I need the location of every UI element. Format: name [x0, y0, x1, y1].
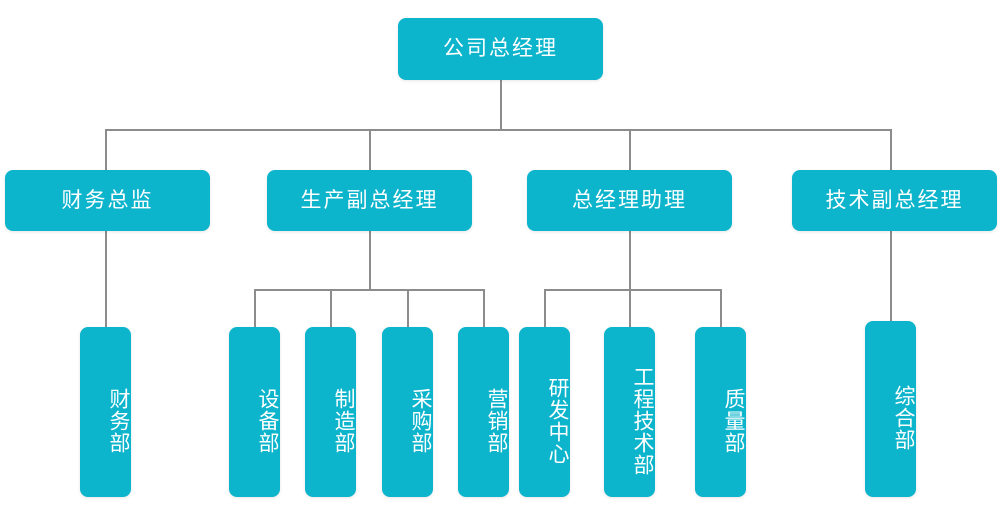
connector-drop-equipment-dept: [254, 289, 256, 327]
connector-drop-engineering-dept: [629, 289, 631, 327]
node-quality-dept[interactable]: 质量部: [695, 327, 746, 497]
connector-level2-bus: [105, 129, 892, 131]
node-technical-vp[interactable]: 技术副总经理: [792, 170, 997, 231]
node-quality-dept-label: 质量部: [722, 388, 746, 454]
node-gm-assistant-label: 总经理助理: [572, 187, 687, 212]
connector-drop-technical-vp: [890, 129, 892, 171]
connector-drop-manufacturing-dept: [330, 289, 332, 327]
connector-drop-purchasing-dept: [407, 289, 409, 327]
node-general-affairs-dept-label: 综合部: [892, 385, 916, 451]
node-rnd-center-label: 研发中心: [546, 377, 570, 465]
node-gm-assistant[interactable]: 总经理助理: [527, 170, 732, 231]
connector-drop-quality-dept: [720, 289, 722, 327]
node-technical-vp-label: 技术副总经理: [825, 187, 964, 212]
connector-drop-rnd-center: [544, 289, 546, 327]
node-marketing-dept-label: 营销部: [485, 388, 509, 454]
node-equipment-dept-label: 设备部: [256, 388, 280, 454]
node-production-vp[interactable]: 生产副总经理: [267, 170, 472, 231]
node-finance-dept[interactable]: 财务部: [80, 327, 131, 497]
connector-root-stem: [500, 80, 502, 130]
node-general-manager-label: 公司总经理: [443, 36, 558, 61]
node-purchasing-dept[interactable]: 采购部: [382, 327, 433, 497]
node-manufacturing-dept-label: 制造部: [332, 388, 356, 454]
connector-production-stem: [369, 231, 371, 290]
node-marketing-dept[interactable]: 营销部: [458, 327, 509, 497]
connector-drop-production-vp: [369, 129, 371, 171]
node-production-vp-label: 生产副总经理: [300, 187, 439, 212]
node-engineering-dept[interactable]: 工程技术部: [604, 327, 655, 497]
connector-technical-to-dept: [890, 231, 892, 321]
node-finance-director-label: 财务总监: [61, 187, 154, 212]
node-equipment-dept[interactable]: 设备部: [229, 327, 280, 497]
node-finance-director[interactable]: 财务总监: [5, 170, 210, 231]
node-manufacturing-dept[interactable]: 制造部: [305, 327, 356, 497]
node-general-affairs-dept[interactable]: 综合部: [865, 321, 916, 497]
connector-drop-marketing-dept: [483, 289, 485, 327]
node-general-manager[interactable]: 公司总经理: [398, 18, 603, 80]
node-purchasing-dept-label: 采购部: [409, 388, 433, 454]
node-finance-dept-label: 财务部: [107, 388, 131, 454]
connector-assistant-bus: [544, 289, 721, 291]
connector-finance-to-dept: [105, 231, 107, 327]
connector-drop-gm-assistant: [629, 129, 631, 171]
node-engineering-dept-label: 工程技术部: [631, 366, 655, 476]
connector-production-bus: [254, 289, 484, 291]
connector-assistant-stem: [629, 231, 631, 290]
node-rnd-center[interactable]: 研发中心: [519, 327, 570, 497]
connector-drop-finance-director: [105, 129, 107, 171]
